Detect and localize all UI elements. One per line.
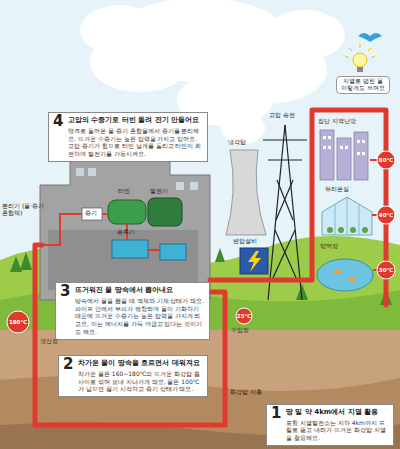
part-label: 화강암 지층 bbox=[230, 389, 262, 396]
part-label: 응축기 bbox=[117, 229, 135, 236]
part-label: 냉각탑 bbox=[228, 139, 246, 146]
part-label: 유리온실 bbox=[325, 186, 349, 193]
step-heading: 땅 밑 약 4km에서 지열 활용 bbox=[286, 408, 389, 417]
part-label: 발전기 bbox=[150, 188, 168, 195]
part-label: 분리기 (물·증기 혼합체) bbox=[2, 203, 46, 217]
step-box: 1 땅 밑 약 4km에서 지열 활용포항 지열발전소는 지하 4km까지 드릴로… bbox=[266, 404, 394, 446]
part-label: 양어장 bbox=[320, 243, 338, 250]
temperature-label: 40℃ bbox=[379, 212, 393, 218]
step-number: 1 bbox=[271, 406, 281, 421]
temperature-label: 25℃ bbox=[237, 313, 251, 319]
step-number: 3 bbox=[60, 284, 70, 299]
step-box: 4 고압의 수증기로 터빈 돌려 전기 만들어요탱크로 들어온 물·증기 혼합물에… bbox=[48, 112, 208, 162]
part-label: 증기 bbox=[85, 210, 97, 217]
part-label: 수입정 bbox=[231, 327, 249, 334]
step-number: 4 bbox=[53, 114, 63, 129]
step-body: 포항 지열발전소는 지하 4km까지 드릴로 뚫고 내려가 뜨거운 화강암 지열… bbox=[286, 419, 389, 442]
callout-bubble: 지열로 덥힌 물 이렇게도 쓰여요 bbox=[336, 76, 390, 94]
step-number: 2 bbox=[63, 357, 73, 372]
step-body: 탱크로 들어온 물·증기 혼합물에서 증기를 분리해요. 뜨거운 수증기는 높은… bbox=[68, 127, 203, 158]
part-label: 변압설비 bbox=[233, 238, 257, 245]
part-label: 터빈 bbox=[118, 188, 130, 195]
step-heading: 차가운 물이 땅속을 흐르면서 데워져요 bbox=[78, 359, 203, 368]
step-heading: 뜨거워진 물 땅속에서 뽑아내요 bbox=[75, 286, 205, 295]
temperature-label: 180℃ bbox=[9, 319, 27, 325]
temperature-label: 30℃ bbox=[379, 267, 393, 273]
part-label: 생산정 bbox=[40, 338, 58, 345]
step-box: 2 차가운 물이 땅속을 흐르면서 데워져요차가운 물은 160~180℃의 뜨거… bbox=[58, 355, 208, 397]
step-body: 땅속에서 물을 뽑을 때 액체와 기체 상태가 돼요. 파이프 안에서 부피가 … bbox=[75, 297, 205, 336]
step-heading: 고압의 수증기로 터빈 돌려 전기 만들어요 bbox=[68, 116, 203, 125]
temperature-label: 80℃ bbox=[379, 157, 393, 163]
step-body: 차가운 물은 160~180℃의 뜨거운 화강암 틈 사이로 섞여 보내 지나가… bbox=[78, 370, 203, 393]
part-label: 고압 송전 bbox=[268, 112, 296, 119]
step-box: 3 뜨거워진 물 땅속에서 뽑아내요땅속에서 물을 뽑을 때 액체와 기체 상태가… bbox=[55, 282, 210, 340]
part-label: 집단 지역난방 bbox=[318, 118, 356, 125]
